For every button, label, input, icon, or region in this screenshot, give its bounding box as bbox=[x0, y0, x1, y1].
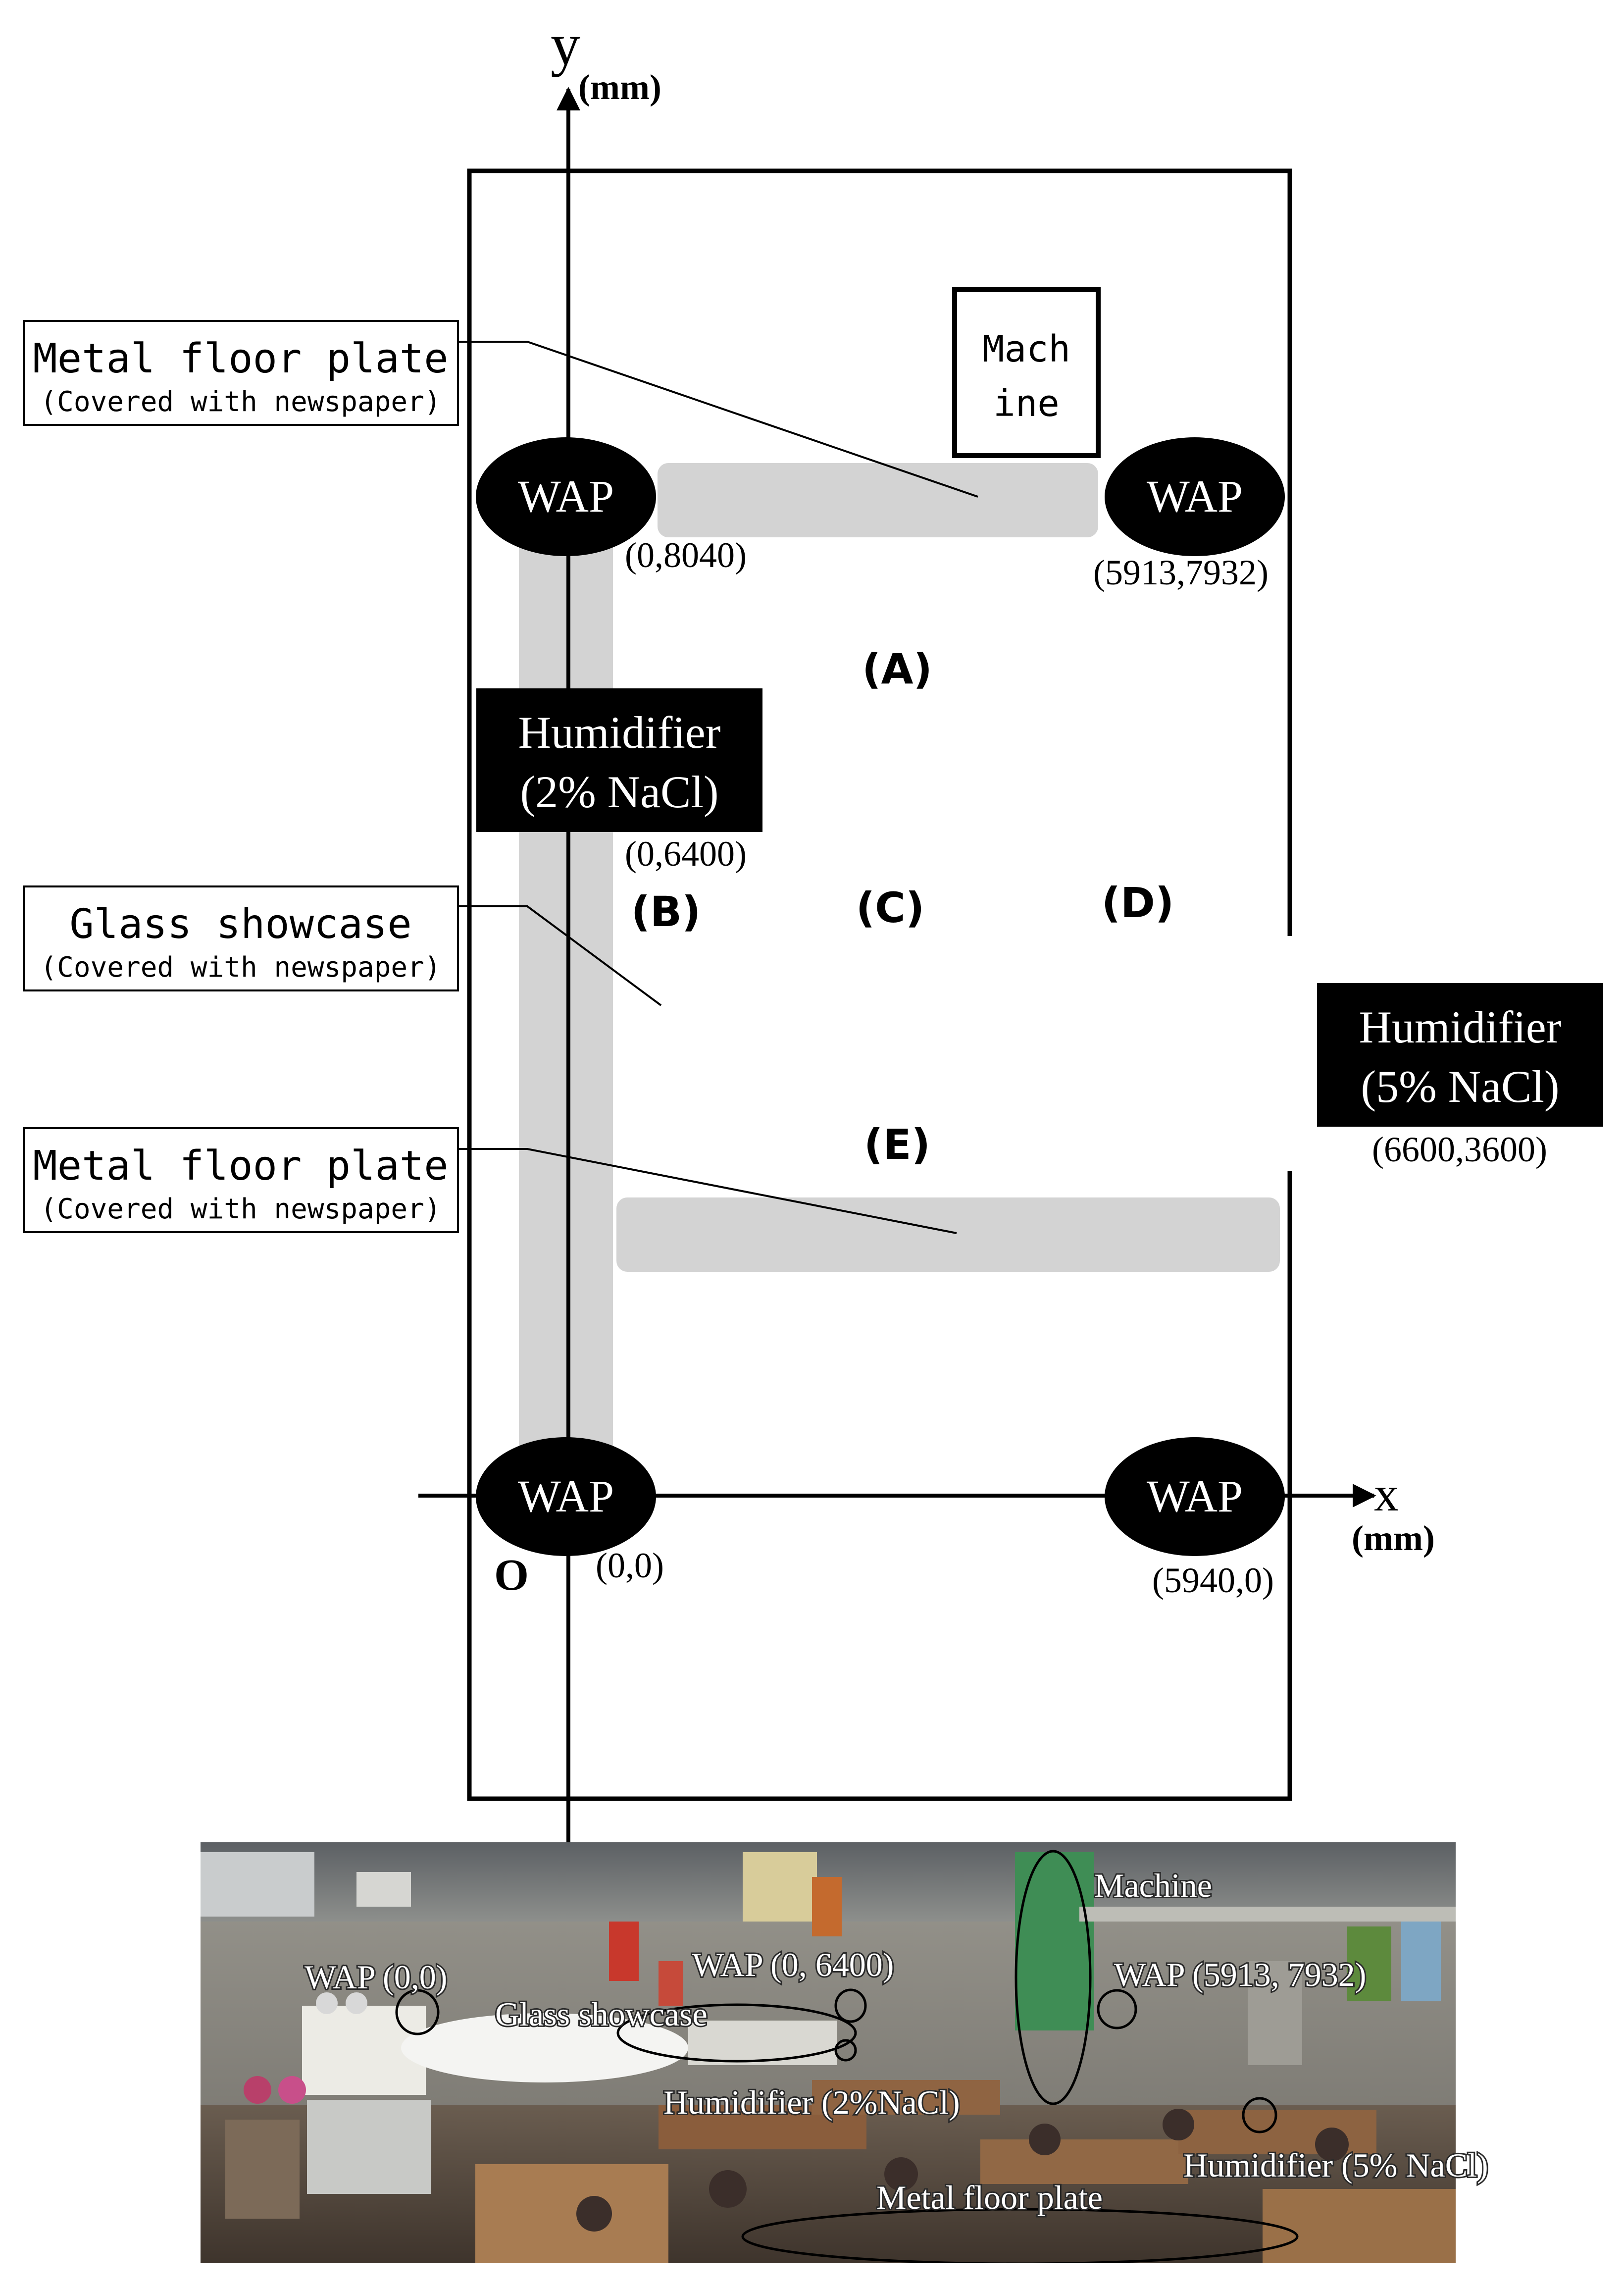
point-c: (C) bbox=[856, 884, 924, 932]
humidifier-line1: Humidifier bbox=[518, 707, 721, 758]
wap-coord: (0,0) bbox=[596, 1546, 664, 1585]
machine-label-line2: ine bbox=[993, 382, 1060, 425]
y-axis-unit: (mm) bbox=[578, 67, 661, 107]
callout-leaders bbox=[458, 341, 978, 1234]
wap-node-5940-0: WAP (5940,0) bbox=[1105, 1437, 1285, 1600]
x-axis-label: x bbox=[1374, 1466, 1399, 1521]
callout-title: Glass showcase bbox=[69, 901, 411, 948]
callout-subtitle: (Covered with newspaper) bbox=[40, 1193, 441, 1225]
humidifier-line2: (5% NaCl) bbox=[1361, 1061, 1559, 1112]
wap-node-0-0: WAP (0,0) bbox=[476, 1437, 664, 1585]
photo-label-humidifier-5pct: Humidifier (5% NaCl) bbox=[1183, 2146, 1488, 2184]
photo-label-wap-0-0: WAP (0,0) bbox=[304, 1958, 447, 1996]
humidifier-line1: Humidifier bbox=[1359, 1002, 1562, 1052]
y-axis-label: y bbox=[551, 11, 580, 77]
photo-label-humidifier-2pct: Humidifier (2%NaCl) bbox=[663, 2083, 960, 2121]
point-a: (A) bbox=[862, 645, 932, 693]
humidifier-line2: (2% NaCl) bbox=[520, 767, 718, 817]
panorama-photo: WAP (0,0) Glass showcase WAP (0, 6400) H… bbox=[201, 1842, 1490, 2263]
humidifier-5pct: Humidifier (5% NaCl) (6600,3600) bbox=[1317, 983, 1603, 1169]
point-e: (E) bbox=[864, 1120, 930, 1169]
room-outline bbox=[467, 168, 1292, 1801]
wap-coord: (5913,7932) bbox=[1093, 553, 1269, 592]
wap-label: WAP bbox=[1147, 1471, 1243, 1521]
photo-label-wap-5913-7932: WAP (5913, 7932) bbox=[1114, 1956, 1366, 1993]
wap-node-0-8040: WAP (0,8040) bbox=[476, 437, 747, 575]
point-b: (B) bbox=[631, 887, 701, 936]
machine-box: Mach ine bbox=[952, 287, 1101, 458]
origin-label: O bbox=[494, 1551, 529, 1600]
machine-label-line1: Mach bbox=[982, 328, 1070, 370]
point-d: (D) bbox=[1102, 879, 1174, 927]
wap-coord: (0,8040) bbox=[625, 535, 747, 575]
floor-plate-top bbox=[658, 463, 1098, 537]
callout-subtitle: (Covered with newspaper) bbox=[40, 951, 441, 984]
callout-title: Metal floor plate bbox=[33, 1143, 448, 1190]
callout-glass-showcase: Glass showcase (Covered with newspaper) bbox=[23, 885, 459, 991]
wap-label: WAP bbox=[518, 471, 614, 521]
floor-plate-left-vertical bbox=[519, 505, 613, 1466]
callout-metal-floor-plate-bottom: Metal floor plate (Covered with newspape… bbox=[23, 1127, 459, 1233]
callout-subtitle: (Covered with newspaper) bbox=[40, 386, 441, 418]
humidifier-coord: (0,6400) bbox=[625, 834, 747, 874]
wap-label: WAP bbox=[518, 1471, 614, 1521]
wap-label: WAP bbox=[1147, 471, 1243, 521]
wap-coord: (5940,0) bbox=[1152, 1560, 1274, 1600]
x-axis-unit: (mm) bbox=[1352, 1518, 1435, 1558]
photo-label-wap-0-6400: WAP (0, 6400) bbox=[692, 1946, 894, 1983]
photo-label-glass-showcase: Glass showcase bbox=[495, 1995, 708, 2033]
photo-label-metal-floor-plate: Metal floor plate bbox=[876, 2179, 1103, 2216]
callout-metal-floor-plate-top: Metal floor plate (Covered with newspape… bbox=[23, 320, 459, 426]
callout-title: Metal floor plate bbox=[33, 335, 448, 382]
humidifier-coord: (6600,3600) bbox=[1372, 1130, 1547, 1169]
humidifier-2pct: Humidifier (2% NaCl) (0,6400) bbox=[476, 688, 762, 874]
photo-label-machine: Machine bbox=[1094, 1867, 1212, 1904]
wap-node-5913-7932: WAP (5913,7932) bbox=[1093, 437, 1285, 592]
floor-plate-bottom bbox=[616, 1197, 1280, 1272]
